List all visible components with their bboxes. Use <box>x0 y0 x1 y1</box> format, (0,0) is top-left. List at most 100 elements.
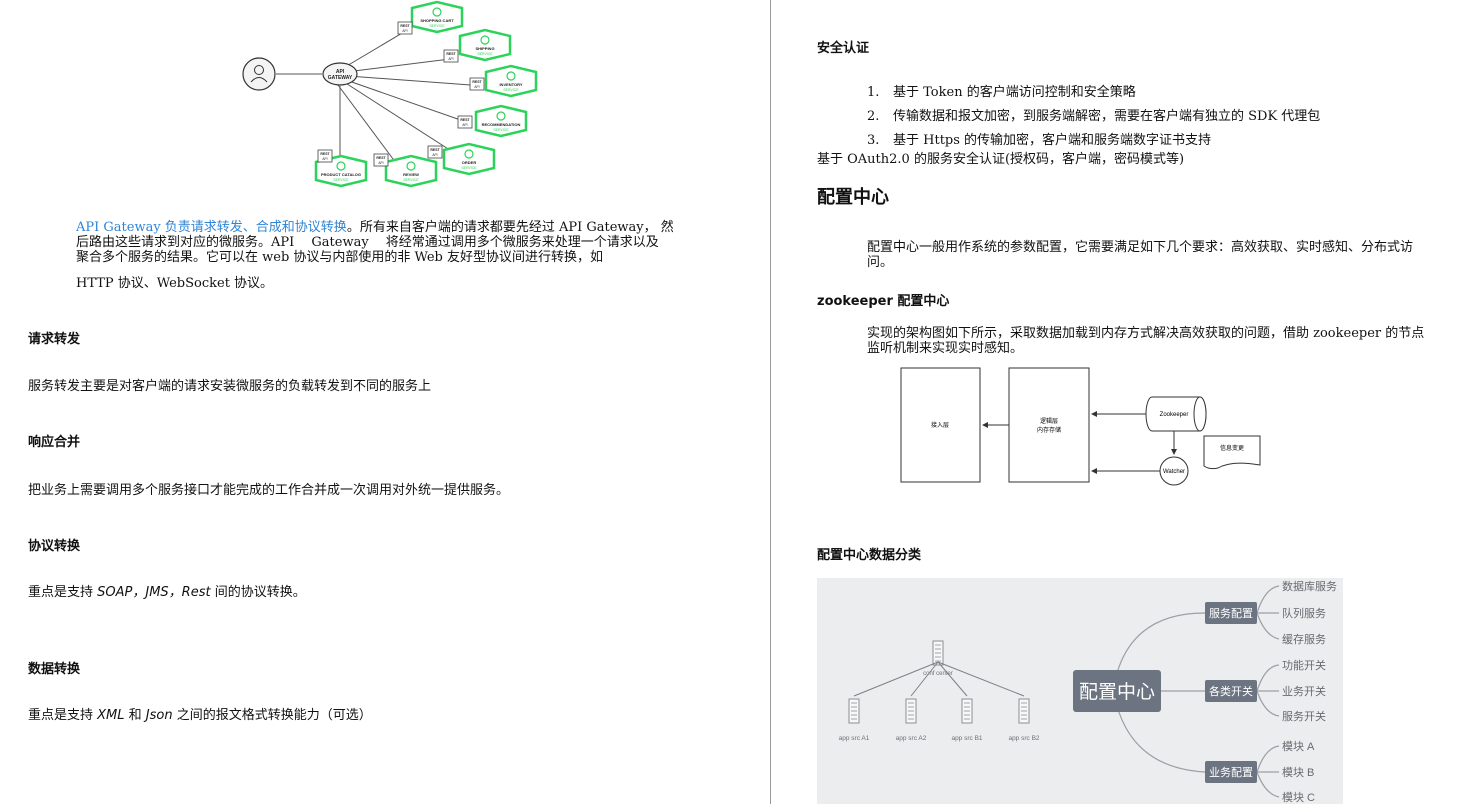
leaf-label: 模块 A <box>1282 740 1315 753</box>
svg-text:REST: REST <box>430 148 440 152</box>
svg-text:逻辑层: 逻辑层 <box>1040 417 1058 425</box>
svg-text:API: API <box>322 157 327 161</box>
svg-text:业务配置: 业务配置 <box>1209 766 1253 779</box>
service-name: SHIPPING <box>475 46 494 51</box>
app-server-icon <box>848 698 860 724</box>
security-item-1: 1.基于 Token 的客户端访问控制和安全策略 <box>867 85 1136 100</box>
svg-text:服务配置: 服务配置 <box>1209 607 1253 620</box>
security-title: 安全认证 <box>817 41 870 56</box>
svg-text:REST: REST <box>400 24 410 28</box>
config-center-title: 配置中心 <box>817 187 889 208</box>
leaf-label: 功能开关 <box>1282 658 1326 672</box>
service-sub: SERVICE <box>403 178 419 182</box>
conf-center-server-icon <box>932 640 944 666</box>
app-server-icon <box>961 698 973 724</box>
svg-text:API: API <box>378 161 383 165</box>
leaf-label: 模块 C <box>1282 791 1315 804</box>
gateway-intro: API Gateway 负责请求转发、合成和协议转换。所有来自客户端的请求都要先… <box>76 220 674 265</box>
svg-text:各类开关: 各类开关 <box>1209 684 1253 698</box>
config-intro: 配置中心一般用作系统的参数配置，它需要满足如下几个要求：高效获取、实时感知、分布… <box>867 240 1414 270</box>
section-title-request-forward: 请求转发 <box>28 332 81 347</box>
svg-text:REST: REST <box>376 156 386 160</box>
section-body-data-convert: 重点是支持 XML 和 Json 之间的报文格式转换能力（可选） <box>28 708 372 723</box>
service-name: SHOPPING CART <box>420 18 454 23</box>
svg-text:Zookeeper: Zookeeper <box>1160 412 1189 418</box>
svg-text:信息变更: 信息变更 <box>1220 444 1244 452</box>
access-layer-box <box>900 367 981 483</box>
security-extra: 基于 OAuth2.0 的服务安全认证(授权码，客户端，密码模式等) <box>817 152 1185 167</box>
conf-center-label: conf center <box>923 671 953 677</box>
gateway-intro-link[interactable]: API Gateway 负责请求转发、合成和协议转换 <box>76 220 347 235</box>
svg-text:API: API <box>402 29 407 33</box>
section-body-request-forward: 服务转发主要是对客户端的请求安装微服务的负载转发到不同的服务上 <box>28 379 432 394</box>
gateway-node <box>322 62 358 86</box>
branch-node: 服务配置 <box>1205 602 1257 624</box>
leaf-label: 队列服务 <box>1282 606 1326 620</box>
svg-text:REST: REST <box>446 52 456 56</box>
service-sub: SERVICE <box>503 88 519 92</box>
branch-node: 各类开关 <box>1205 680 1257 702</box>
zookeeper-desc: 实现的架构图如下所示，采取数据加载到内存方式解决高效获取的问题，借助 zooke… <box>867 326 1425 356</box>
section-body-response-merge: 把业务上需要调用多个服务接口才能完成的工作合并成一次调用对外统一提供服务。 <box>28 483 510 498</box>
zookeeper-title: zookeeper 配置中心 <box>817 294 950 309</box>
app-label: app src A2 <box>896 735 927 742</box>
gateway-intro-line2: 后路由这些请求到对应的微服务。API Gateway 将经常通过调用多个微服务来… <box>76 235 659 250</box>
section-body-protocol: 重点是支持 SOAP，JMS，Rest 间的协议转换。 <box>28 585 306 600</box>
config-class-title: 配置中心数据分类 <box>817 548 922 563</box>
app-server-icon <box>905 698 917 724</box>
service-name: RECOMMENDATION <box>482 122 521 127</box>
zookeeper-architecture-diagram: 接入层 逻辑层 内存存储 Zookeeper Watcher 信息变更 <box>900 367 1261 486</box>
branch-node: 业务配置 <box>1205 761 1257 783</box>
page-divider <box>770 0 771 804</box>
app-label: app src B1 <box>951 735 982 742</box>
security-item-3: 3.基于 Https 的传输加密，客户端和服务端数字证书支持 <box>867 133 1212 148</box>
section-title-response-merge: 响应合并 <box>28 435 81 450</box>
svg-text:Watcher: Watcher <box>1163 469 1185 475</box>
gateway-intro-line4: HTTP 协议、WebSocket 协议。 <box>76 276 274 291</box>
svg-text:REST: REST <box>472 80 482 84</box>
gateway-intro-line1: 。所有来自客户端的请求都要先经过 API Gateway， 然 <box>346 220 674 235</box>
service-sub: SERVICE <box>477 52 493 56</box>
leaf-label: 服务开关 <box>1282 709 1326 723</box>
leaf-label: 业务开关 <box>1282 684 1326 698</box>
leaf-label: 模块 B <box>1282 766 1314 779</box>
leaf-label: 数据库服务 <box>1282 579 1337 593</box>
leaf-label: 缓存服务 <box>1282 632 1326 646</box>
svg-text:REST: REST <box>460 118 470 122</box>
right-page: 安全认证 1.基于 Token 的客户端访问控制和安全策略 2.传输数据和报文加… <box>772 0 1468 804</box>
gateway-intro-line3: 聚合多个服务的结果。它可以在 web 协议与内部使用的非 Web 友好型协议间进… <box>76 250 603 265</box>
info-change-node <box>1203 435 1261 470</box>
section-title-protocol: 协议转换 <box>28 539 81 554</box>
service-sub: SERVICE <box>493 128 509 132</box>
svg-text:API: API <box>448 57 453 61</box>
service-name: REVIEW <box>403 172 419 177</box>
section-title-data-convert: 数据转换 <box>28 662 81 677</box>
svg-text:接入层: 接入层 <box>931 421 949 429</box>
svg-text:API: API <box>474 85 479 89</box>
app-label: app src B2 <box>1008 735 1039 742</box>
config-center-node <box>1073 670 1161 712</box>
service-sub: SERVICE <box>333 178 349 182</box>
svg-text:API: API <box>462 123 467 127</box>
service-name: PRODUCT CATALOG <box>321 172 361 177</box>
service-sub: SERVICE <box>461 166 477 170</box>
app-label: app src A1 <box>839 735 870 742</box>
service-name: ORDER <box>462 160 477 165</box>
svg-text:API: API <box>432 153 437 157</box>
svg-text:配置中心: 配置中心 <box>1079 681 1155 703</box>
